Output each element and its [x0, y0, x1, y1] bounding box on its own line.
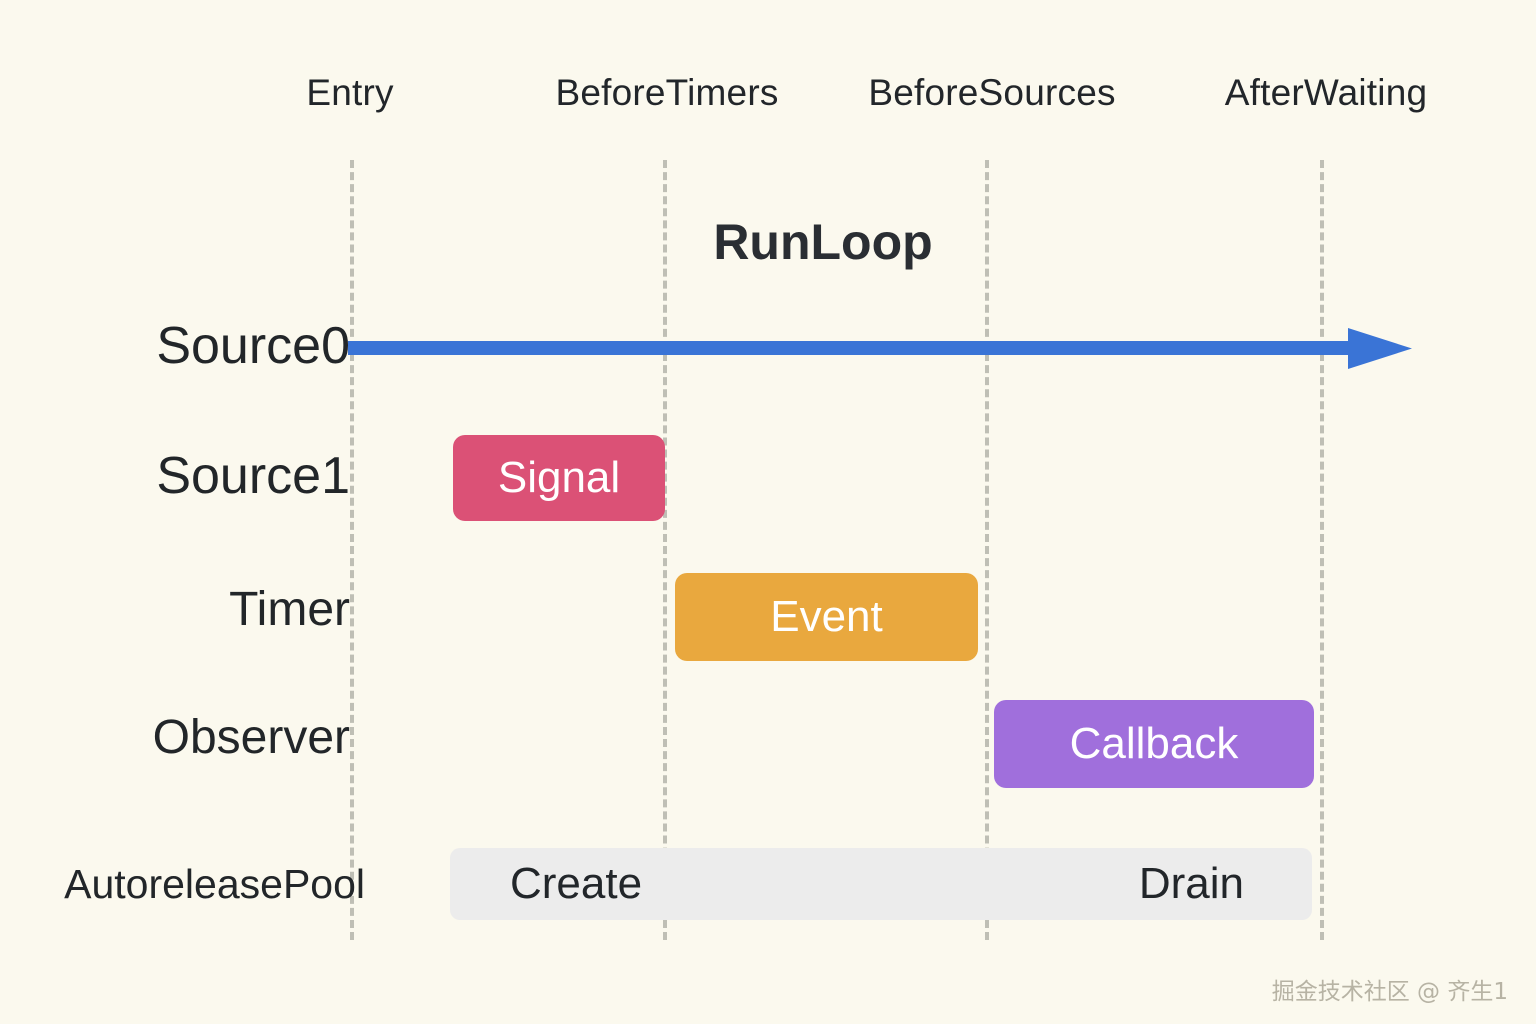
phase-line-beforetimers	[663, 160, 667, 940]
diagram-title: RunLoop	[713, 214, 933, 270]
arrow-head-icon	[1348, 328, 1412, 369]
source0-arrow	[348, 326, 1418, 372]
bar-signal[interactable]: Signal	[453, 435, 665, 521]
row-label-autoreleasepool: AutoreleasePool	[64, 861, 365, 907]
bar-autoreleasepool[interactable]: Create Drain	[450, 848, 1312, 920]
bar-event[interactable]: Event	[675, 573, 978, 661]
bar-callback[interactable]: Callback	[994, 700, 1314, 788]
pool-create-label: Create	[510, 859, 643, 908]
phase-label-beforesources: BeforeSources	[868, 72, 1116, 113]
row-label-timer: Timer	[229, 583, 350, 636]
phase-line-entry	[350, 160, 354, 940]
phase-line-afterwaiting	[1320, 160, 1324, 940]
phase-label-entry: Entry	[306, 72, 394, 113]
phase-label-afterwaiting: AfterWaiting	[1224, 72, 1428, 113]
watermark: 掘金技术社区 @ 齐生1	[1271, 979, 1508, 1005]
arrow-shaft-icon	[348, 341, 1358, 355]
row-label-source0: Source0	[156, 317, 350, 375]
phase-line-beforesources	[985, 160, 989, 940]
row-label-observer: Observer	[152, 711, 350, 764]
pool-drain-label: Drain	[1138, 859, 1244, 908]
row-label-source1: Source1	[156, 447, 350, 505]
phase-label-beforetimers: BeforeTimers	[555, 72, 779, 113]
